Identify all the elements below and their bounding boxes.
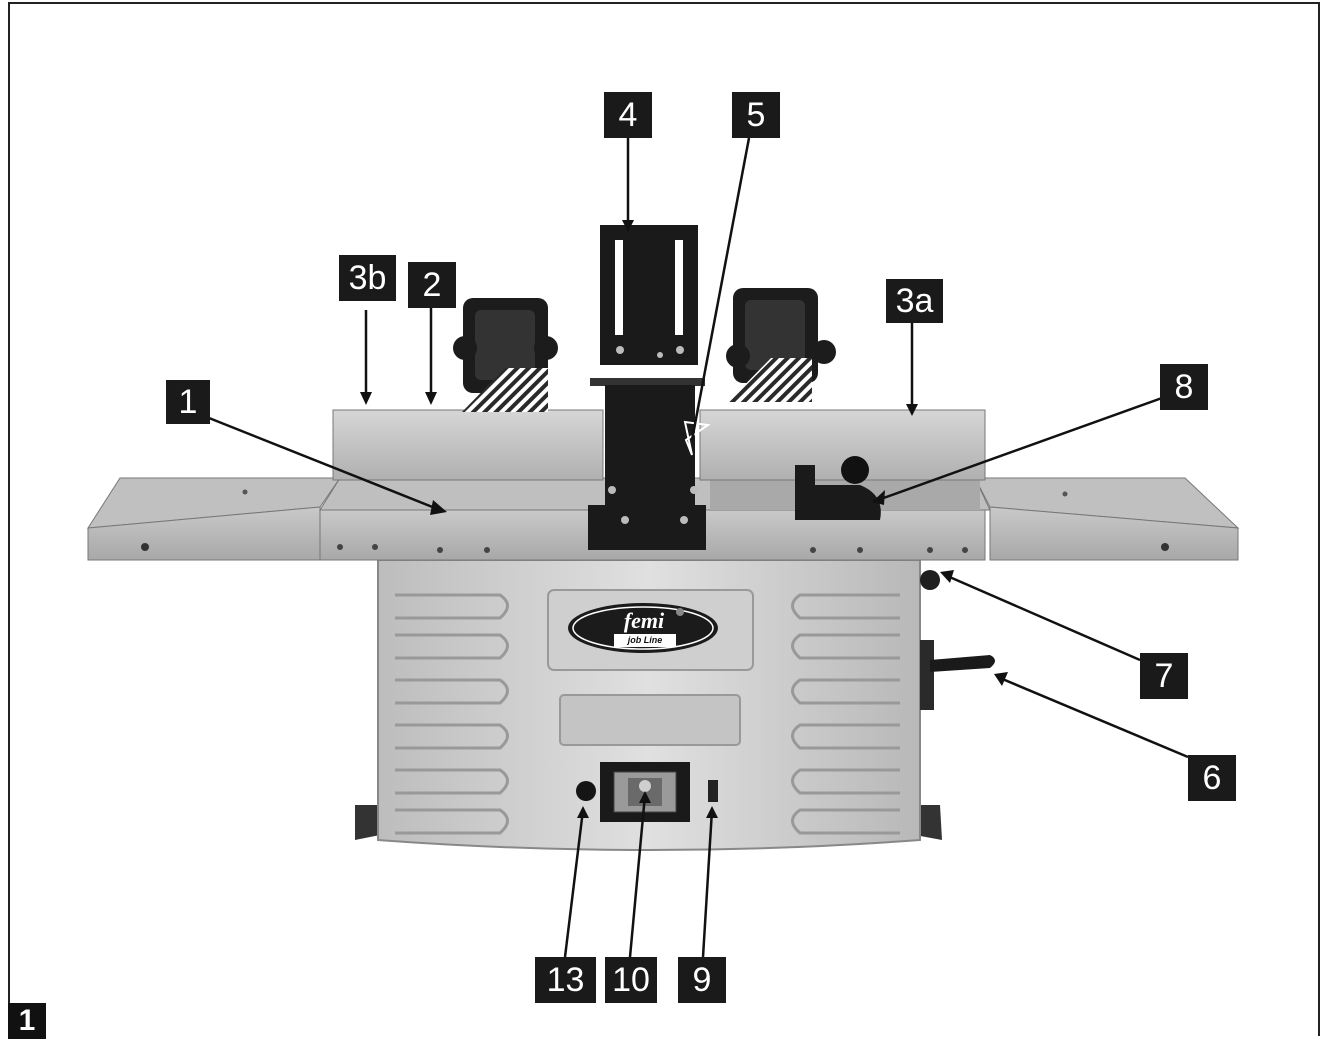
figure-number: 1 [8, 1003, 46, 1039]
callout-10: 10 [605, 957, 657, 1003]
leader-lines [208, 137, 1189, 958]
side-controls [920, 570, 995, 710]
cabinet-body [355, 559, 942, 851]
callout-4: 4 [604, 92, 652, 138]
callout-6: 6 [1188, 755, 1236, 801]
fence [332, 409, 986, 481]
brand-logo-sub: job Line [614, 634, 676, 647]
figure-frame [8, 2, 1320, 1036]
callout-9: 9 [678, 957, 726, 1003]
callout-1: 1 [166, 380, 210, 424]
callout-7: 7 [1140, 653, 1188, 699]
callout-3b: 3b [339, 255, 396, 301]
callout-5: 5 [732, 92, 780, 138]
guard-assembly [588, 225, 711, 550]
callout-8: 8 [1160, 364, 1208, 410]
callout-2: 2 [408, 262, 456, 308]
callout-3a: 3a [886, 279, 943, 323]
feather-boards [453, 288, 836, 412]
callout-13: 13 [535, 957, 596, 1003]
brand-logo: femi [604, 610, 684, 632]
table-extensions [87, 477, 1240, 561]
brand-logo-subtext: job Line [627, 635, 663, 645]
miter-gauge [795, 456, 881, 520]
arrowheads [360, 220, 1008, 818]
brand-logo-text: femi [623, 608, 665, 633]
